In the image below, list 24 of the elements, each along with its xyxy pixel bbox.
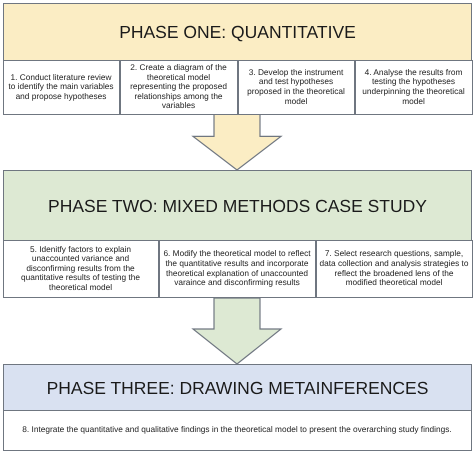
step-text: 7. Select research questions, sample, data collection and analysis strategies to reflect the broadened lens of the modified theoretical model — [320, 249, 468, 288]
step-text: 8. Integrate the quantitative and qualitative findings in the theoretical model to present the overarching study findings. — [22, 425, 452, 435]
step-text: 5. Idenitfy factors to explain unaccounted variance and disconfirming results from the quantitative results of testing the theoretical model — [20, 244, 141, 292]
block-arrow — [191, 113, 283, 171]
phase-panel — [3, 170, 472, 298]
phase-panel — [3, 3, 472, 114]
step-text: 1. Conduct literature review to identify the main variables and propose hypotheses — [7, 72, 115, 102]
phase-heading: PHASE ONE: QUANTITATIVE — [119, 22, 356, 43]
step-box — [120, 60, 238, 114]
phase-heading: PHASE TWO: MIXED METHODS CASE STUDY — [48, 196, 427, 216]
step-box — [2, 410, 472, 450]
step-box — [354, 60, 472, 114]
step-box — [316, 240, 472, 298]
step-box — [238, 60, 354, 114]
step-box — [2, 60, 120, 114]
step-text: 6. Modify the theoretical model to reflect the quantitative results and incorporate theoretical explanation of unaccounted varaince and disconfirming results — [162, 249, 312, 288]
step-box — [158, 240, 316, 298]
step-box — [2, 240, 158, 298]
block-arrow — [191, 297, 283, 365]
step-text: 2. Create a diagram of the theoretical model representing the proposed relationships among the variables — [129, 63, 228, 111]
phase-heading: PHASE THREE: DRAWING METAINFERENCES — [46, 378, 428, 398]
step-text: 4. Analyse the results from testing the hypotheses underpinning the theoretical model — [361, 68, 466, 106]
step-text: 3. Develop the instrument and test hypotheses proposed in the theoretical model — [246, 68, 346, 106]
phase-panel — [3, 364, 472, 451]
